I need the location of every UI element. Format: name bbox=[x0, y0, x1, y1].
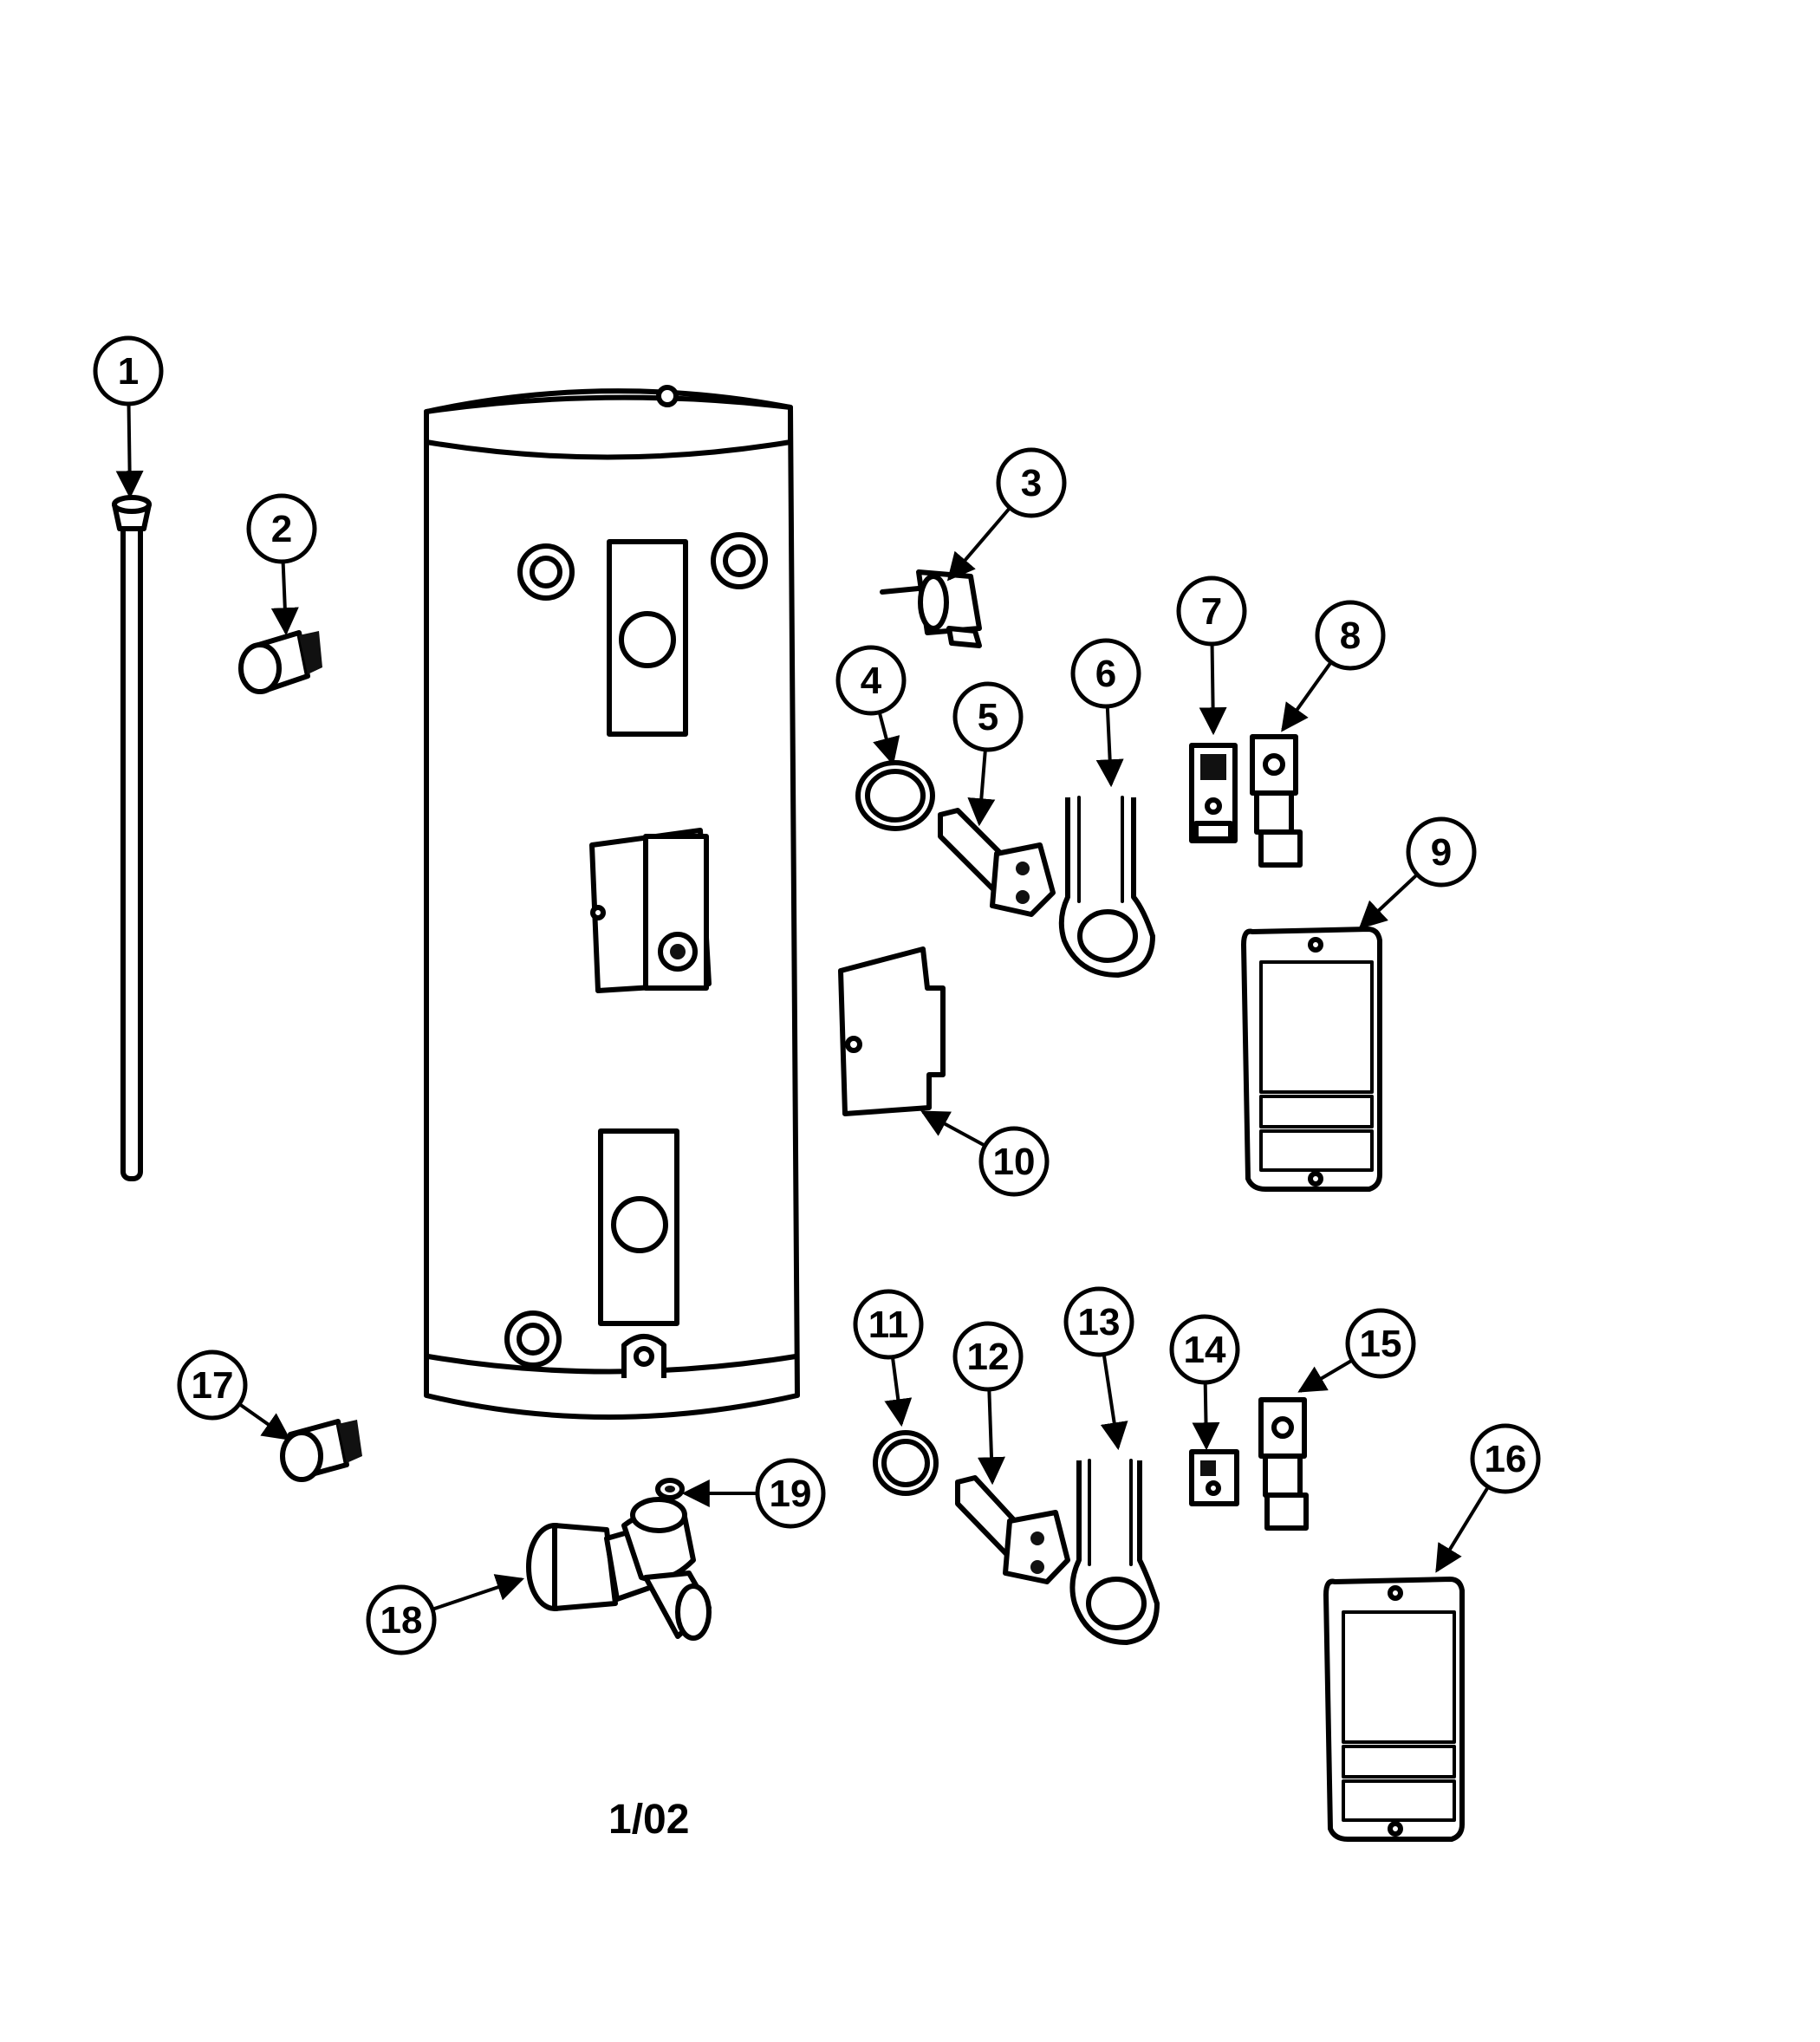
callout-16: 16 bbox=[1435, 1423, 1541, 1573]
callout-12-circle bbox=[952, 1321, 1024, 1392]
callout-9-circle bbox=[1406, 816, 1477, 888]
part-14-thermostat bbox=[1189, 1449, 1239, 1506]
callout-2-circle bbox=[246, 493, 317, 564]
part-10-panel bbox=[838, 946, 946, 1116]
part-18-drain-valve bbox=[526, 1497, 712, 1641]
water-heater-tank bbox=[424, 385, 800, 1420]
callout-8-circle bbox=[1315, 600, 1386, 671]
callout-4-number: 4 bbox=[861, 660, 882, 702]
callout-17-number: 17 bbox=[192, 1364, 234, 1407]
callout-17-circle bbox=[177, 1349, 248, 1421]
callout-13-leader bbox=[1100, 1354, 1128, 1451]
callout-11-number: 11 bbox=[868, 1304, 909, 1346]
callout-7-circle bbox=[1176, 576, 1247, 647]
part-4-gasket bbox=[855, 760, 935, 831]
callout-1-circle bbox=[93, 335, 164, 406]
callout-1-leader bbox=[115, 403, 144, 499]
callout-4-leader bbox=[873, 712, 900, 766]
callout-14-number: 14 bbox=[1184, 1329, 1226, 1371]
callout-2-number: 2 bbox=[271, 508, 292, 550]
callout-18-number: 18 bbox=[380, 1599, 423, 1642]
callout-6: 6 bbox=[1070, 638, 1141, 788]
callout-10-circle bbox=[978, 1126, 1050, 1197]
callout-5-leader bbox=[967, 749, 996, 827]
callout-7-leader bbox=[1199, 643, 1227, 736]
part-9-cover bbox=[1241, 927, 1382, 1192]
callout-8-number: 8 bbox=[1340, 615, 1361, 657]
callout-11-circle bbox=[853, 1289, 924, 1360]
callout-5: 5 bbox=[952, 681, 1024, 827]
callout-9-leader bbox=[1358, 873, 1419, 930]
callout-6-number: 6 bbox=[1095, 653, 1116, 695]
callout-7-number: 7 bbox=[1201, 590, 1222, 633]
callout-11-leader bbox=[884, 1356, 913, 1427]
callout-12: 12 bbox=[952, 1321, 1024, 1486]
callout-12-number: 12 bbox=[967, 1336, 1010, 1378]
callout-18: 18 bbox=[366, 1574, 525, 1655]
callout-13-number: 13 bbox=[1078, 1301, 1121, 1343]
part-3-relief-valve bbox=[880, 569, 982, 648]
part-12-heating-element bbox=[955, 1475, 1070, 1584]
callout-19-circle bbox=[755, 1458, 826, 1529]
part-16-cover bbox=[1323, 1577, 1465, 1842]
callout-5-number: 5 bbox=[978, 696, 998, 738]
part-1-anode-rod bbox=[112, 495, 152, 1181]
callout-19-number: 19 bbox=[770, 1473, 812, 1515]
callout-4: 4 bbox=[835, 645, 907, 766]
part-13-element-wrench bbox=[1069, 1459, 1160, 1645]
callout-3-leader bbox=[946, 506, 1011, 582]
callout-10: 10 bbox=[920, 1110, 1050, 1197]
callout-5-circle bbox=[952, 681, 1024, 752]
callout-2-leader bbox=[270, 561, 299, 636]
callout-1-number: 1 bbox=[118, 350, 139, 393]
part-5-heating-element bbox=[938, 808, 1056, 917]
callout-9-number: 9 bbox=[1431, 831, 1452, 874]
callout-18-circle bbox=[366, 1584, 437, 1655]
part-2-fitting bbox=[238, 630, 322, 694]
callout-10-leader bbox=[920, 1110, 986, 1148]
callout-10-number: 10 bbox=[993, 1141, 1036, 1183]
callout-14: 14 bbox=[1169, 1314, 1240, 1451]
callout-9: 9 bbox=[1358, 816, 1477, 930]
callout-4-circle bbox=[835, 645, 907, 716]
callout-1: 1 bbox=[93, 335, 164, 499]
callout-17: 17 bbox=[177, 1349, 291, 1440]
callout-13: 13 bbox=[1063, 1286, 1134, 1451]
part-8-high-limit bbox=[1250, 734, 1303, 868]
callout-8: 8 bbox=[1281, 600, 1386, 732]
callout-3-number: 3 bbox=[1021, 462, 1042, 504]
callout-3: 3 bbox=[946, 447, 1067, 582]
callout-11: 11 bbox=[853, 1289, 924, 1427]
date-code: 1/02 bbox=[608, 1797, 690, 1843]
callout-2: 2 bbox=[246, 493, 317, 636]
part-6-element-wrench bbox=[1058, 796, 1155, 978]
callout-15-leader bbox=[1297, 1358, 1354, 1393]
callout-16-circle bbox=[1470, 1423, 1541, 1494]
callout-8-leader bbox=[1281, 660, 1333, 732]
part-19-washer bbox=[655, 1478, 685, 1500]
callout-15-number: 15 bbox=[1360, 1323, 1402, 1365]
callout-15-circle bbox=[1345, 1308, 1416, 1379]
callout-14-circle bbox=[1169, 1314, 1240, 1385]
callout-16-leader bbox=[1435, 1486, 1490, 1573]
callout-17-leader bbox=[237, 1402, 291, 1440]
part-7-thermostat bbox=[1189, 743, 1238, 843]
callout-3-circle bbox=[996, 447, 1067, 518]
callout-6-leader bbox=[1095, 706, 1124, 788]
part-15-high-limit bbox=[1258, 1397, 1309, 1531]
callout-13-circle bbox=[1063, 1286, 1134, 1357]
callout-7: 7 bbox=[1176, 576, 1247, 736]
callout-16-number: 16 bbox=[1485, 1438, 1527, 1480]
callout-15: 15 bbox=[1297, 1308, 1416, 1393]
callout-19: 19 bbox=[681, 1458, 826, 1529]
callout-18-leader bbox=[432, 1574, 525, 1611]
part-11-gasket bbox=[873, 1430, 939, 1496]
callout-12-leader bbox=[978, 1388, 1005, 1486]
callout-6-circle bbox=[1070, 638, 1141, 709]
part-17-fitting bbox=[280, 1419, 362, 1482]
